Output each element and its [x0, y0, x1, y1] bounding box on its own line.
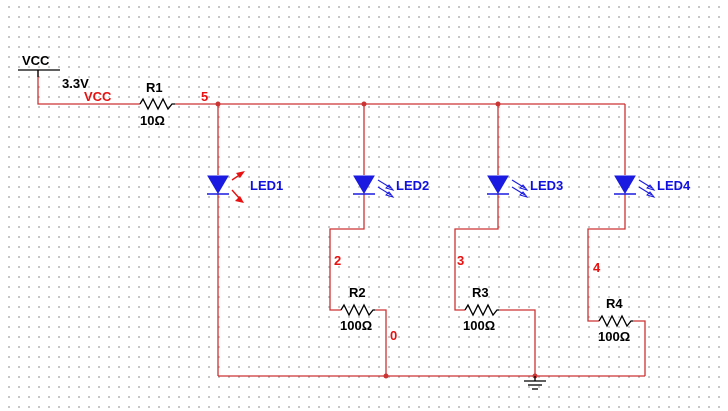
led-2[interactable]: LED2: [353, 175, 429, 198]
emission-arrow: [511, 186, 526, 196]
emission-arrow-head: [519, 191, 529, 198]
emission-arrow-head: [646, 184, 656, 191]
node-label-5: 5: [201, 89, 208, 104]
junction-dot: [495, 101, 501, 107]
emission-arrow: [511, 179, 526, 189]
wire-r3-bottom: [499, 309, 536, 376]
node-label-2: 2: [334, 253, 341, 268]
resistor-zigzag: [598, 314, 633, 328]
emission-arrow-head: [385, 191, 395, 198]
wire-r4-bottom: [633, 320, 646, 376]
resistor-name: R3: [472, 285, 489, 300]
wire-r2-node0: [375, 309, 387, 376]
led-name: LED4: [657, 178, 691, 193]
vcc-source[interactable]: VCC 3.3V VCC: [18, 53, 112, 104]
led-3[interactable]: LED3: [487, 175, 563, 198]
resistor-value: 10Ω: [140, 113, 165, 128]
emission-arrow: [638, 186, 653, 196]
wires: [37, 70, 646, 377]
vcc-voltage: 3.3V: [62, 76, 89, 91]
resistor-name: R1: [146, 80, 163, 95]
vcc-name: VCC: [22, 53, 50, 68]
emission-arrow-head: [519, 184, 529, 191]
emission-arrow: [377, 186, 392, 196]
emission-arrow-head: [385, 184, 395, 191]
resistor-value: 100Ω: [340, 318, 372, 333]
junction-dot: [383, 373, 389, 379]
resistor-zigzag: [464, 303, 499, 317]
node-labels: 5 2 3 4 0: [201, 89, 601, 343]
resistor-name: R4: [606, 296, 623, 311]
led-1[interactable]: LED1: [207, 171, 283, 203]
wire-vcc-r1: [37, 70, 140, 105]
node-label-0: 0: [390, 328, 397, 343]
wire-node-3: [454, 194, 499, 311]
junctions: [215, 101, 538, 379]
emission-arrow-head: [236, 171, 245, 178]
junction-dot: [215, 101, 221, 107]
node-label-4: 4: [593, 260, 601, 275]
ground-symbol[interactable]: [524, 376, 546, 390]
emission-arrow: [638, 179, 653, 189]
led-triangle: [353, 175, 375, 194]
led-triangle: [487, 175, 509, 194]
led-4[interactable]: LED4: [614, 175, 691, 198]
resistor-value: 100Ω: [598, 329, 630, 344]
junction-dot: [361, 101, 367, 107]
resistor-r1[interactable]: R1 10Ω: [139, 80, 175, 128]
wire-node-4: [587, 194, 626, 322]
wire-node-2: [329, 194, 365, 311]
resistor-r4[interactable]: R4 100Ω: [598, 296, 633, 344]
led-triangle: [614, 175, 636, 194]
resistor-r2[interactable]: R2 100Ω: [340, 285, 375, 333]
resistor-zigzag: [340, 303, 375, 317]
resistor-zigzag: [139, 97, 175, 111]
led-name: LED1: [250, 178, 283, 193]
resistor-r3[interactable]: R3 100Ω: [463, 285, 499, 333]
emission-arrow-head: [235, 196, 244, 203]
resistor-value: 100Ω: [463, 318, 495, 333]
resistor-name: R2: [349, 285, 366, 300]
emission-arrow-head: [646, 191, 656, 198]
emission-arrow: [377, 179, 392, 189]
led-name: LED2: [396, 178, 429, 193]
led-name: LED3: [530, 178, 563, 193]
node-label-3: 3: [457, 253, 464, 268]
led-triangle: [207, 175, 229, 194]
vcc-net-label: VCC: [84, 89, 112, 104]
